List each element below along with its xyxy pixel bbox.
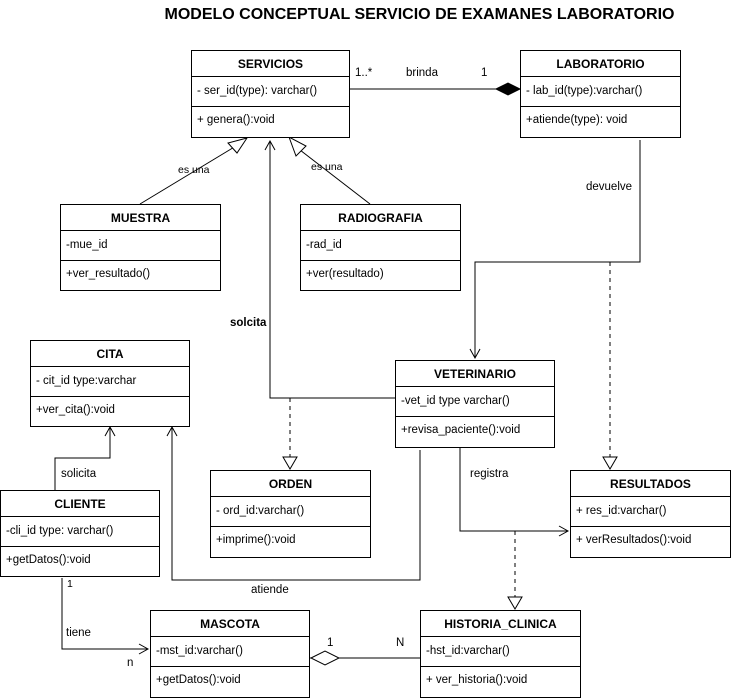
class-name: ORDEN (211, 471, 370, 497)
dependency-arrowhead-historia (507, 596, 523, 610)
label-mult-historia: N (396, 637, 405, 649)
dependency-arrowhead-orden (282, 456, 298, 470)
class-name: MUESTRA (61, 205, 220, 231)
diagram-title: MODELO CONCEPTUAL SERVICIO DE EXAMANES L… (164, 6, 675, 23)
label-brinda: brinda (406, 67, 438, 79)
label-es-una-muestra: es una (178, 164, 210, 176)
class-veterinario: VETERINARIO -vet_id type varchar() +revi… (395, 360, 555, 448)
class-name: CLIENTE (1, 491, 159, 517)
class-method: +revisa_paciente():void (401, 424, 521, 436)
class-name: LABORATORIO (521, 51, 680, 77)
class-method: +ver_cita():void (36, 404, 115, 416)
class-name: CITA (31, 341, 189, 367)
class-resultados: RESULTADOS + res_id:varchar() + verResul… (570, 470, 731, 558)
class-name: HISTORIA_CLINICA (421, 611, 580, 637)
label-solcita: solcita (230, 317, 267, 329)
class-attribute: -rad_id (301, 231, 460, 261)
dependency-arrowhead-resultados (602, 456, 618, 470)
generalization-triangle-radiografia (288, 135, 307, 157)
class-laboratorio: LABORATORIO - lab_id(type):varchar() +at… (520, 50, 681, 138)
muestra-generalization (139, 145, 237, 205)
class-method: +imprime():void (216, 534, 296, 546)
devuelve-connector (469, 140, 641, 360)
label-registra: registra (470, 468, 509, 480)
atiende-connector (166, 425, 421, 581)
registra-connector (459, 448, 570, 537)
label-mult-servicios: 1..* (355, 67, 373, 79)
class-historia-clinica: HISTORIA_CLINICA -hst_id:varchar() + ver… (420, 610, 581, 698)
class-name: SERVICIOS (192, 51, 349, 77)
class-attribute: - cit_id type:varchar (31, 367, 189, 397)
class-cliente: CLIENTE -cli_id type: varchar() +getDato… (0, 490, 160, 577)
label-mult-mascota: 1 (327, 637, 334, 649)
class-attribute: - ser_id(type): varchar() (192, 77, 349, 107)
generalization-triangle-muestra (227, 137, 249, 154)
class-orden: ORDEN - ord_id:varchar() +imprime():void (210, 470, 371, 558)
class-method: +getDatos():void (156, 674, 241, 686)
label-devuelve: devuelve (586, 181, 633, 193)
class-method: + ver_historia():void (426, 674, 528, 686)
label-mult-n: n (127, 657, 134, 669)
class-name: RESULTADOS (571, 471, 730, 497)
class-cita: CITA - cit_id type:varchar +ver_cita():v… (30, 340, 190, 427)
class-attribute: + res_id:varchar() (571, 497, 730, 527)
class-attribute: - lab_id(type):varchar() (521, 77, 680, 107)
label-tiene: tiene (66, 627, 91, 639)
class-method: +atiende(type): void (526, 114, 628, 126)
solicita-connector (54, 425, 116, 490)
class-name: RADIOGRAFIA (301, 205, 460, 231)
class-attribute: - ord_id:varchar() (211, 497, 370, 527)
class-method: +ver(resultado) (306, 268, 384, 280)
class-name: MASCOTA (151, 611, 309, 637)
label-atiende: atiende (251, 584, 289, 596)
composition-diamond (494, 82, 522, 96)
label-mult-laboratorio: 1 (481, 67, 488, 79)
class-attribute: -mue_id (61, 231, 220, 261)
class-method: +ver_resultado() (66, 268, 151, 280)
class-radiografia: RADIOGRAFIA -rad_id +ver(resultado) (300, 204, 461, 291)
class-name: VETERINARIO (396, 361, 554, 387)
class-method: + genera():void (197, 114, 275, 126)
class-attribute: -cli_id type: varchar() (1, 517, 159, 547)
label-es-una-radiografia: es una (311, 161, 343, 173)
class-attribute: -mst_id:varchar() (151, 637, 309, 667)
class-servicios: SERVICIOS - ser_id(type): varchar() + ge… (191, 50, 350, 138)
label-solicita: solicita (61, 468, 97, 480)
tiene-connector (61, 578, 150, 655)
class-muestra: MUESTRA -mue_id +ver_resultado() (60, 204, 221, 291)
class-method: + verResultados():void (576, 534, 692, 546)
solcita-connector (264, 139, 395, 399)
class-attribute: -hst_id:varchar() (421, 637, 580, 667)
label-mult-cliente: 1 (67, 578, 73, 590)
class-method: +getDatos():void (6, 554, 91, 566)
radiografia-generalization (299, 149, 371, 205)
aggregation-diamond (309, 650, 341, 666)
class-attribute: -vet_id type varchar() (396, 387, 554, 417)
class-mascota: MASCOTA -mst_id:varchar() +getDatos():vo… (150, 610, 310, 698)
